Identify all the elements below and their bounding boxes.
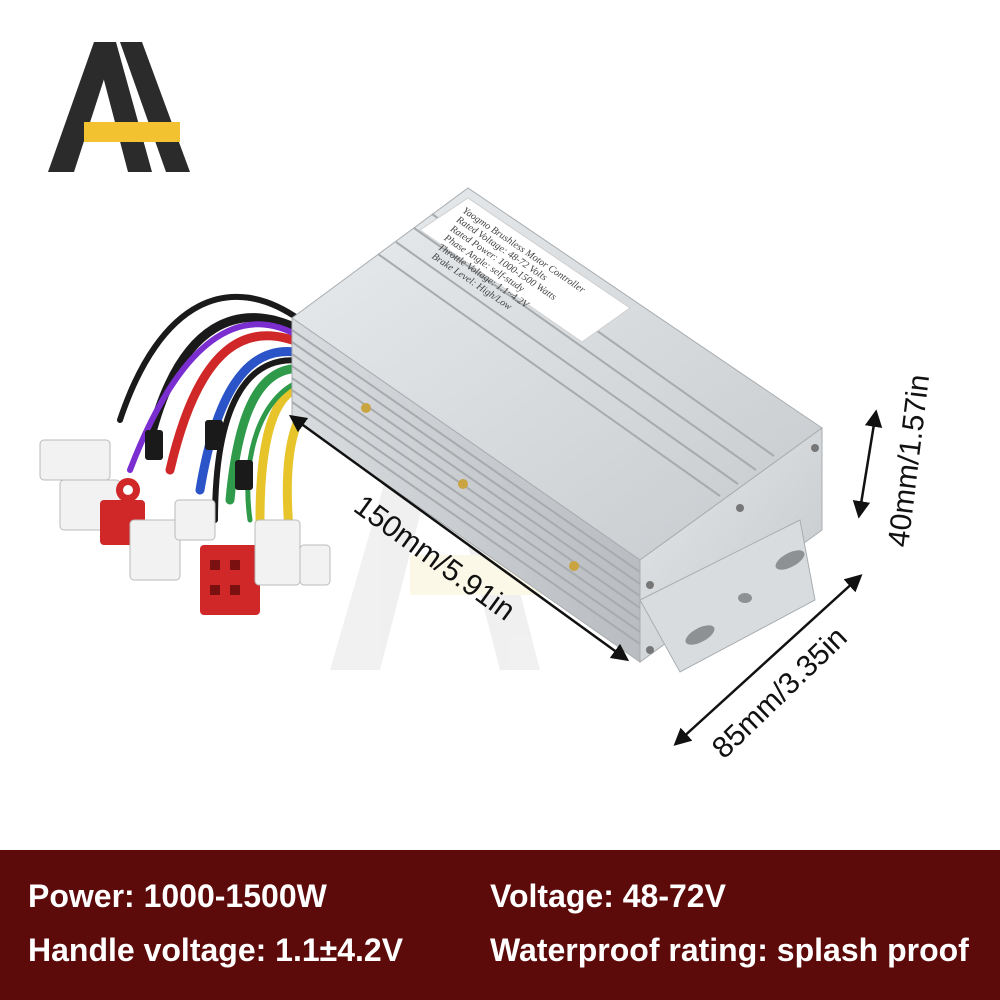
length-arrow [288, 414, 630, 662]
spec-bar: Power: 1000-1500W Voltage: 48-72V Handle… [0, 850, 1000, 1000]
voltage-spec: Voltage: 48-72V [490, 878, 726, 914]
waterproof-spec: Waterproof rating: splash proof [490, 932, 969, 968]
brand-logo [48, 42, 190, 172]
product-image: Yaogmo Brushless Motor Controller Rated … [39, 42, 936, 765]
power-spec: Power: 1000-1500W [28, 878, 327, 914]
handle-voltage-spec: Handle voltage: 1.1±4.2V [28, 932, 404, 968]
height-arrow [852, 409, 883, 519]
dimension-arrows [288, 409, 883, 746]
height-dimension-label: 40mm/1.57in [882, 373, 936, 549]
connectors [39, 420, 331, 615]
width-arrow [673, 574, 863, 746]
